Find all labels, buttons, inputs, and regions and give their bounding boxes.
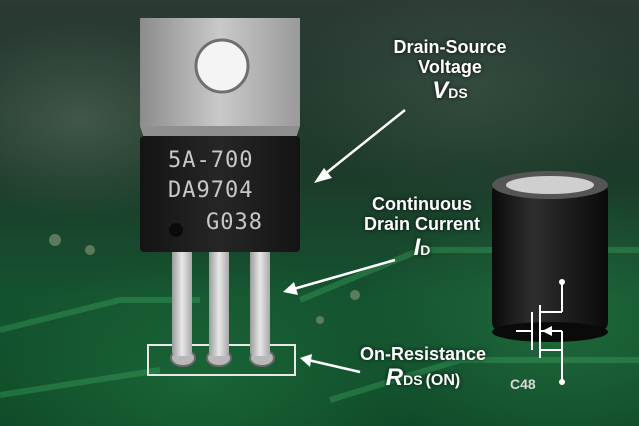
annotation-rds-suffix: (ON) xyxy=(425,371,461,389)
annotation-id-symbol: I xyxy=(413,233,421,261)
mounting-hole xyxy=(194,38,250,94)
annotation-vds-line2: Voltage xyxy=(418,56,482,77)
annotation-rds-line1: On-Resistance xyxy=(359,344,487,364)
mosfet-schematic-icon xyxy=(516,279,565,385)
chip-marking-line1: 5A-700 xyxy=(168,148,254,173)
annotation-vds-symbol: V xyxy=(432,76,449,104)
annotation-vds-subscript: DS xyxy=(448,84,468,101)
pcb-vias xyxy=(49,234,360,324)
annotation-id-symbol-wrap: ID xyxy=(342,233,502,261)
metal-tab xyxy=(140,18,300,138)
annotation-id-line1: Continuous xyxy=(372,194,472,214)
annotation-rds-symbol-wrap: RDS(ON) xyxy=(338,363,508,391)
silkscreen-capacitor-label: C48 xyxy=(510,376,536,392)
chip-marking-line2: DA9704 xyxy=(168,178,254,203)
annotation-id-line2: Drain Current xyxy=(363,213,480,234)
transistor-legs xyxy=(172,248,270,356)
arrow-icon xyxy=(283,109,406,374)
annotation-id: Continuous Drain Current ID xyxy=(342,194,502,261)
annotation-vds-symbol-wrap: VDS xyxy=(370,76,530,104)
annotation-rds-subscript: DS xyxy=(403,371,423,388)
annotation-rds: On-Resistance RDS(ON) xyxy=(338,344,508,391)
transistor-body xyxy=(140,136,300,252)
chip-marking-line3: G038 xyxy=(206,210,263,235)
annotation-vds: Drain-Source Voltage VDS xyxy=(370,37,530,104)
pin1-dimple xyxy=(169,223,183,237)
annotation-id-subscript: D xyxy=(420,241,431,258)
annotation-vds-line1: Drain-Source xyxy=(393,37,507,57)
annotation-rds-symbol: R xyxy=(385,363,404,391)
electrolytic-capacitor xyxy=(492,171,608,342)
